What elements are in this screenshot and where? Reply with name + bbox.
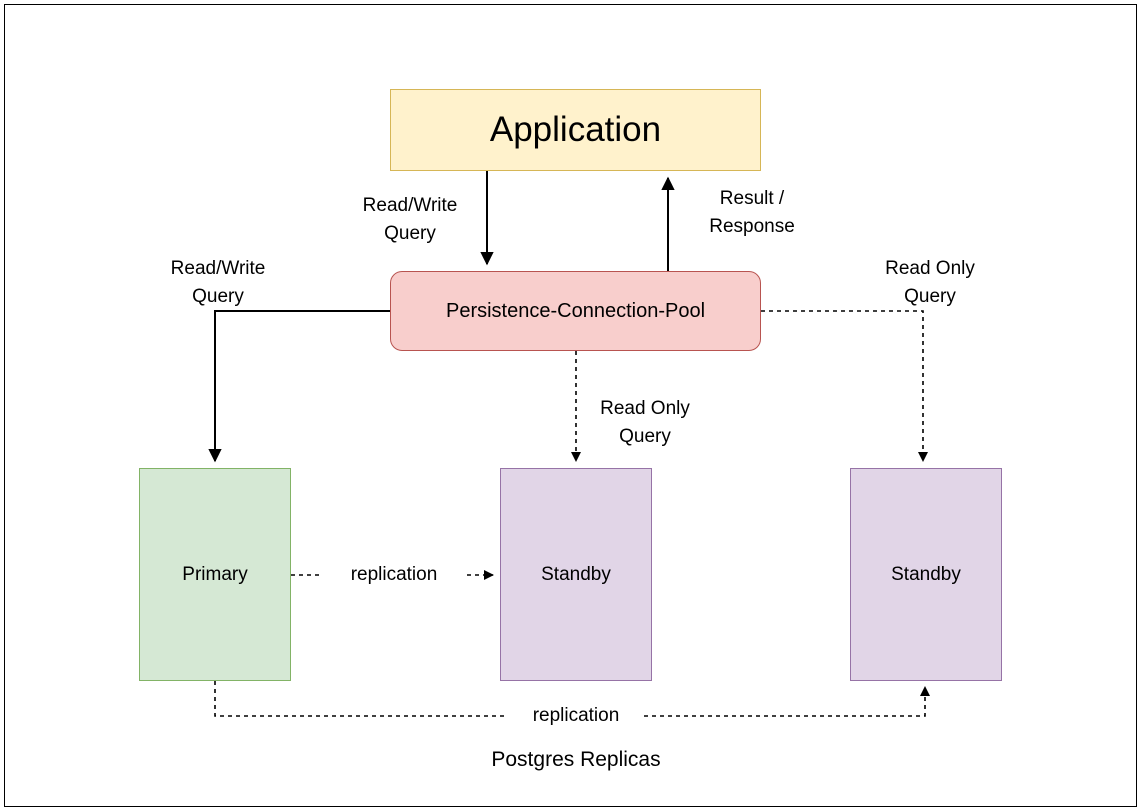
edge-label-pool-to-standby-right: Read Only Query	[885, 258, 975, 307]
edge-label-pool-to-standby-middle: Read Only Query	[600, 398, 690, 447]
node-standby-right[interactable]: Standby	[850, 468, 1002, 681]
edge-primary-to-standby-right	[214, 681, 930, 717]
node-standby-middle-label: Standby	[541, 563, 611, 585]
node-application-label: Application	[489, 109, 662, 149]
edge-pool-to-standby-right	[761, 310, 928, 462]
edge-label-pool-to-primary: Read/Write Query	[170, 258, 266, 307]
node-persistence-connection-pool[interactable]: Persistence-Connection-Pool	[390, 271, 761, 351]
edge-label-app-to-pool: Read/Write Query	[362, 195, 458, 244]
node-standby-middle[interactable]: Standby	[500, 468, 652, 681]
node-application[interactable]: Application	[390, 89, 761, 171]
edge-label-replication-primary-to-standby-right: replication	[508, 703, 644, 729]
diagram-caption: Postgres Replicas	[491, 748, 661, 771]
edge-pool-to-primary	[208, 310, 390, 463]
edge-label-pool-to-app: Result / Response	[709, 188, 795, 237]
node-primary-label: Primary	[182, 563, 248, 585]
node-primary[interactable]: Primary	[139, 468, 291, 681]
node-standby-right-label: Standby	[891, 563, 961, 585]
node-pool-label: Persistence-Connection-Pool	[445, 299, 706, 322]
edge-label-replication-primary-to-standby-middle: replication	[322, 562, 466, 588]
